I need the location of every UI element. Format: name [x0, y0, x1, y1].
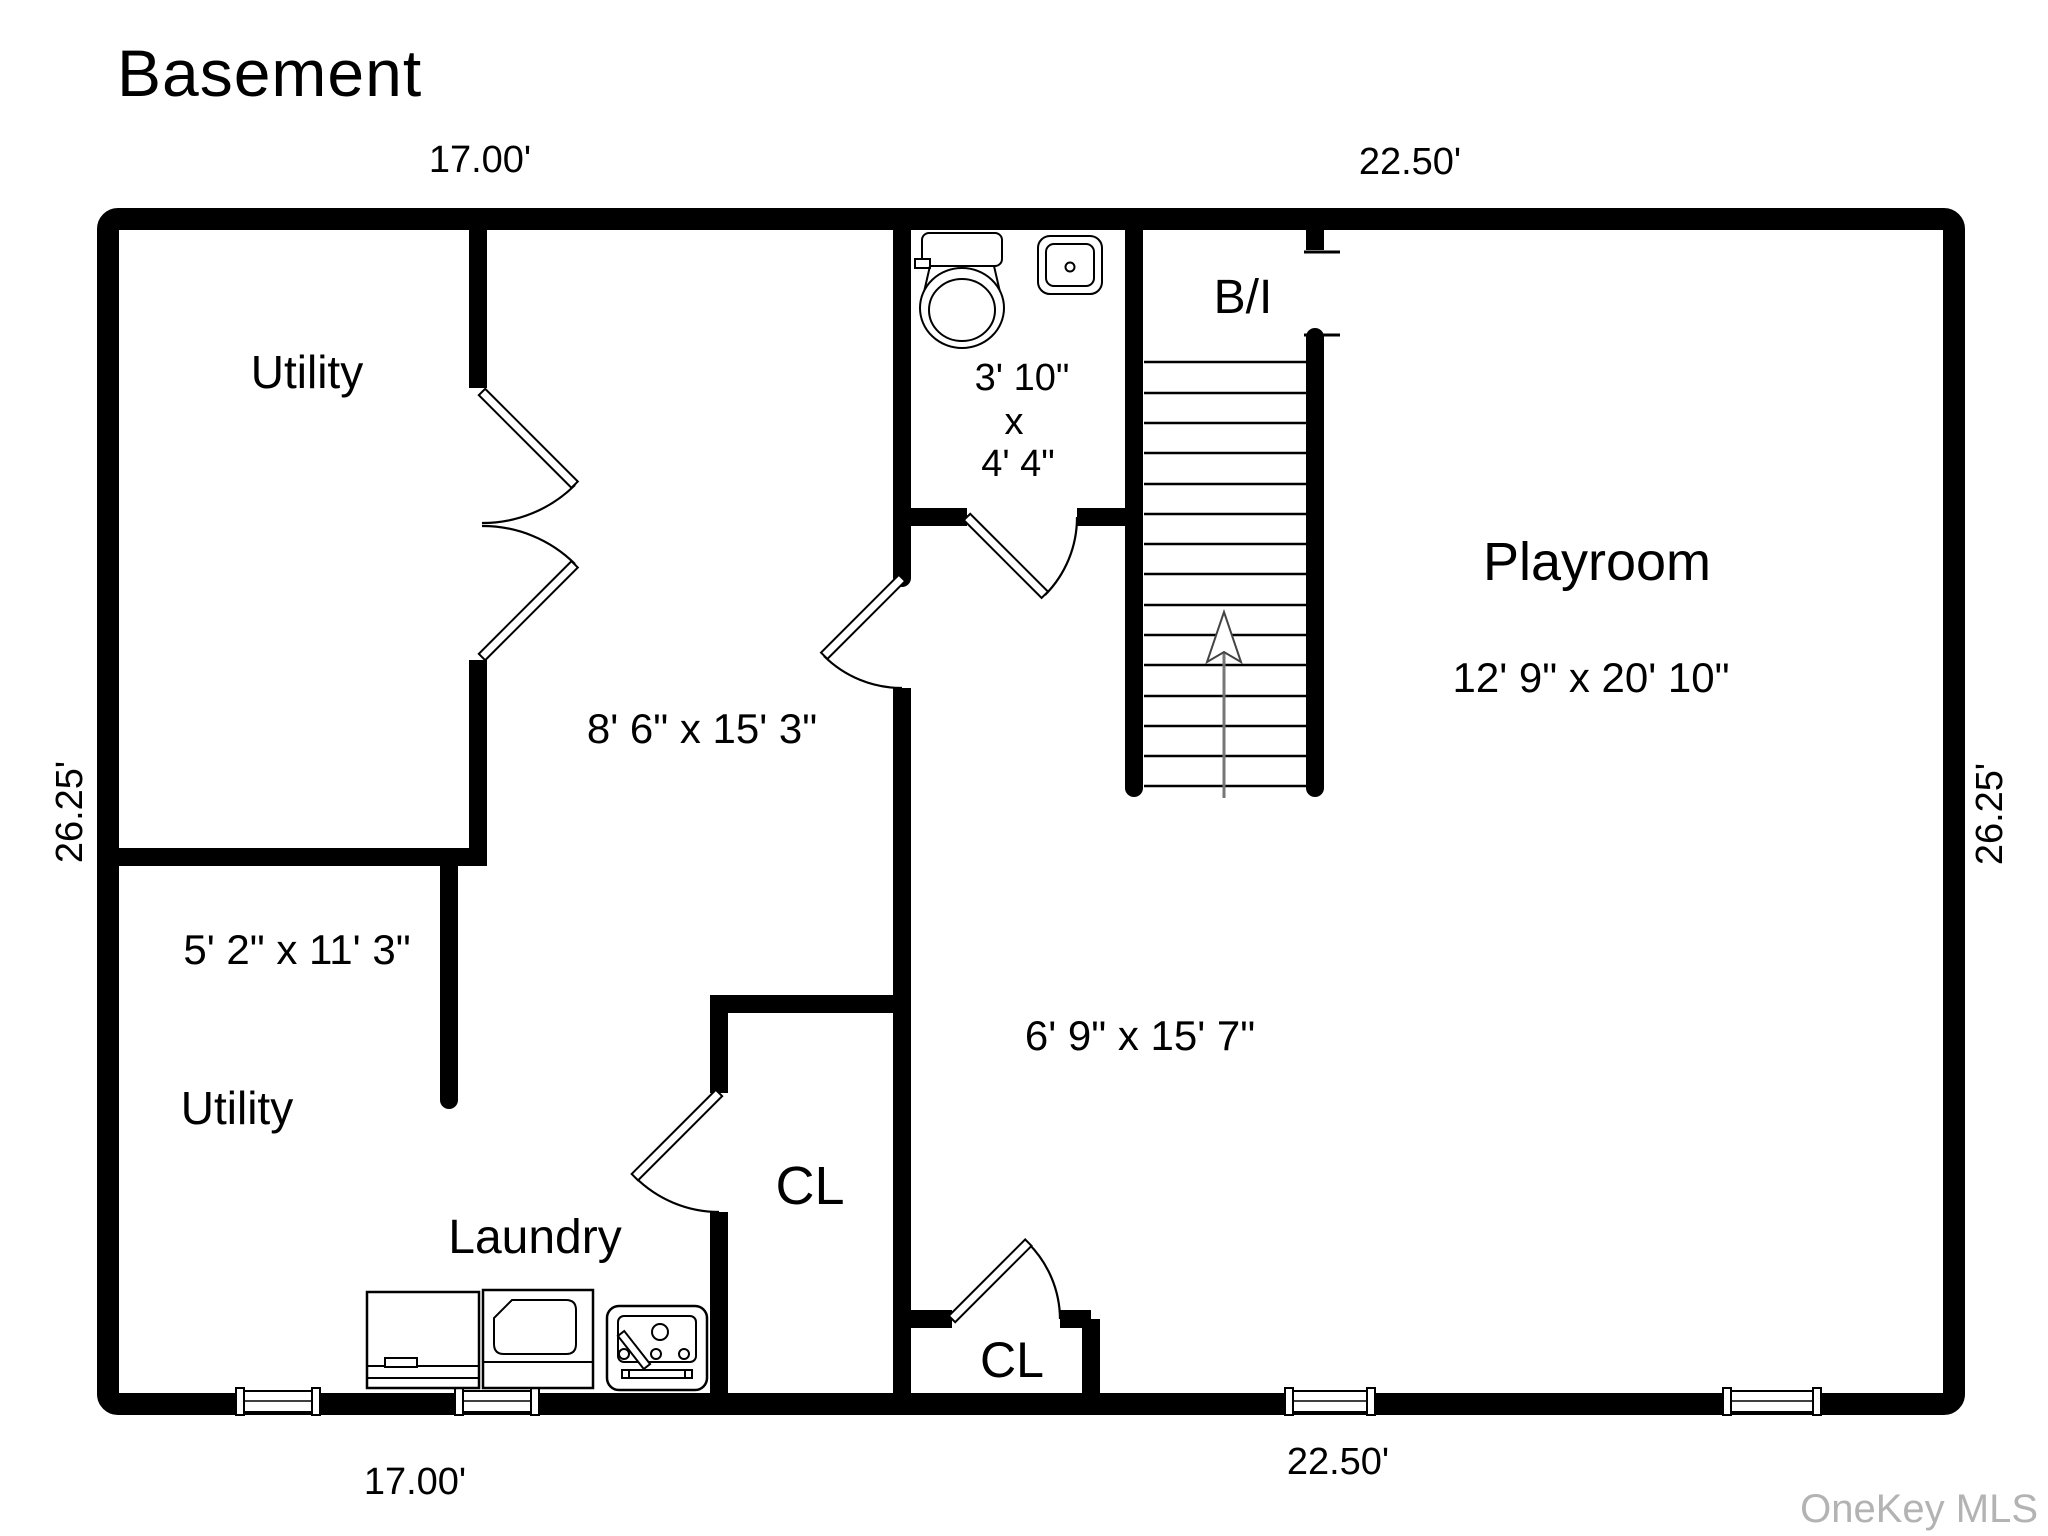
- room-label-utility-bottom: Utility: [180, 1082, 294, 1134]
- mls-watermark: OneKey MLS: [1800, 1487, 2038, 1531]
- window-icon: [235, 1387, 321, 1416]
- laundry-sink-icon: [605, 1304, 709, 1392]
- dimension-top-left: 17.00': [428, 139, 532, 181]
- window-icon: [1722, 1387, 1822, 1416]
- room-label-built-in: B/I: [1213, 271, 1273, 324]
- dimension-bottom-left: 17.00': [363, 1461, 467, 1503]
- sink-icon: [1037, 235, 1103, 295]
- room-size-bathroom-height: 4' 4": [981, 443, 1055, 485]
- door-swing-icon: [819, 573, 907, 690]
- room-size-utility-bottom: 5' 2" x 11' 3": [183, 926, 411, 973]
- dimension-side-right: 26.25': [1969, 762, 2011, 866]
- double-door-swing-icon: [477, 387, 580, 662]
- door-swing-icon: [962, 512, 1079, 600]
- interior-walls: [108, 210, 1324, 1404]
- up-arrow-icon: [1205, 608, 1243, 798]
- room-label-closet-right: CL: [980, 1332, 1044, 1388]
- room-size-hall-lower: 6' 9" x 15' 7": [1024, 1012, 1256, 1059]
- washer-icon: [365, 1290, 481, 1390]
- room-size-bathroom-sep: x: [1004, 401, 1024, 443]
- room-label-closet-left: CL: [775, 1156, 845, 1216]
- room-label-utility-top: Utility: [250, 346, 364, 398]
- toilet-icon: [914, 232, 1005, 349]
- room-size-bathroom-width: 3' 10": [974, 357, 1070, 399]
- dryer-icon: [481, 1288, 595, 1390]
- dimension-bottom-right: 22.50': [1286, 1441, 1390, 1483]
- exterior-wall: [97, 208, 1965, 1415]
- door-swing-icon: [630, 1088, 724, 1214]
- room-size-hall-upper: 8' 6" x 15' 3": [586, 705, 818, 752]
- room-label-playroom: Playroom: [1482, 532, 1712, 592]
- dimension-top-right: 22.50': [1358, 141, 1462, 183]
- page-title: Basement: [117, 36, 423, 110]
- window-icon: [1284, 1387, 1376, 1416]
- room-label-laundry: Laundry: [448, 1211, 622, 1264]
- dimension-side-left: 26.25': [49, 760, 91, 864]
- window-icon: [454, 1387, 540, 1416]
- cased-opening-jambs: [1304, 250, 1340, 337]
- door-swing-icon: [947, 1238, 1062, 1324]
- stairs-icon: [1144, 360, 1306, 798]
- windows: [235, 1387, 1822, 1416]
- room-size-playroom: 12' 9" x 20' 10": [1452, 654, 1730, 701]
